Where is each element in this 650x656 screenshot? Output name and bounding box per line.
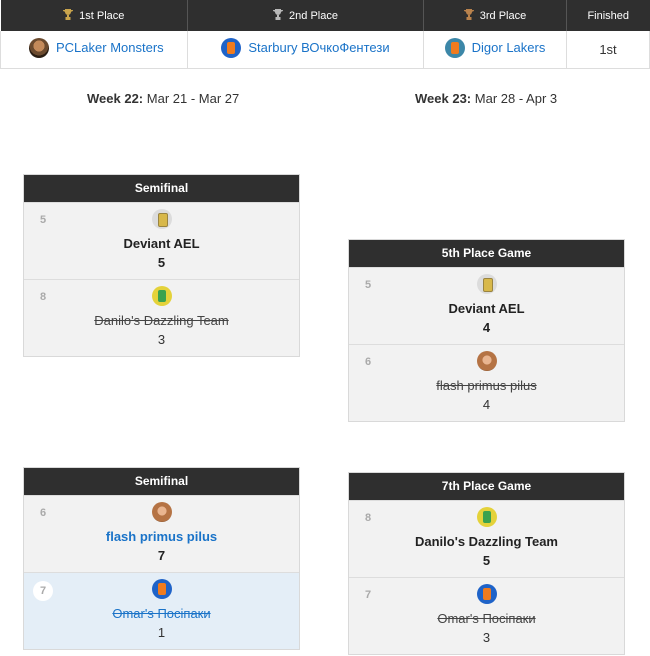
match-title: Semifinal bbox=[24, 175, 299, 202]
team-score: 5 bbox=[157, 255, 166, 270]
first-place-cell: PCLaker Monsters bbox=[0, 31, 188, 69]
team-avatar-icon bbox=[444, 37, 465, 58]
semifinal-match: Semifinal 6 flash primus pilus 7 7 Omar'… bbox=[23, 467, 300, 650]
match-slot[interactable]: 8 Danilo's Dazzling Team 3 bbox=[24, 279, 299, 356]
week-dates: Mar 21 - Mar 27 bbox=[146, 91, 240, 106]
team-score: 1 bbox=[157, 625, 166, 640]
team-avatar-icon bbox=[29, 37, 49, 58]
week-label: Week 22: bbox=[87, 91, 144, 106]
seed-number: 8 bbox=[40, 291, 47, 303]
team-score: 3 bbox=[157, 332, 166, 347]
match-slot[interactable]: 7 Omar's Посіпаки 1 bbox=[24, 572, 299, 649]
team-avatar-icon bbox=[476, 274, 497, 294]
standings-header-row: 1st Place 2nd Place 3rd Place Finished bbox=[0, 0, 650, 31]
header-1st-place: 1st Place bbox=[0, 0, 188, 31]
fifth-place-match: 5th Place Game 5 Deviant AEL 4 6 flash p… bbox=[348, 239, 625, 422]
seed-number: 5 bbox=[40, 214, 47, 226]
team-name[interactable]: Omar's Посіпаки bbox=[112, 606, 211, 621]
second-place-team-link[interactable]: Starbury ВОчкоФентези bbox=[248, 40, 390, 56]
team-name[interactable]: flash primus pilus bbox=[436, 378, 537, 393]
team-score: 4 bbox=[482, 397, 491, 412]
seed-number: 5 bbox=[365, 279, 372, 291]
week-label: Week 23: bbox=[415, 91, 472, 106]
team-avatar-icon bbox=[476, 507, 497, 527]
team-avatar-icon bbox=[476, 584, 497, 604]
header-label: 1st Place bbox=[79, 10, 125, 22]
seventh-place-match: 7th Place Game 8 Danilo's Dazzling Team … bbox=[348, 472, 625, 655]
first-place-team-link[interactable]: PCLaker Monsters bbox=[56, 40, 164, 56]
team-name[interactable]: Deviant AEL bbox=[123, 236, 200, 251]
team-avatar-icon bbox=[221, 37, 242, 58]
header-label: 3rd Place bbox=[479, 10, 527, 22]
team-avatar-icon bbox=[151, 286, 172, 306]
third-place-cell: Digor Lakers bbox=[423, 31, 567, 69]
team-score: 4 bbox=[482, 320, 491, 335]
team-name[interactable]: flash primus pilus bbox=[105, 529, 218, 544]
team-avatar-icon bbox=[151, 502, 172, 522]
team-avatar-icon bbox=[476, 351, 497, 371]
match-slot[interactable]: 5 Deviant AEL 4 bbox=[349, 267, 624, 344]
seed-number: 7 bbox=[33, 581, 53, 601]
match-slot[interactable]: 8 Danilo's Dazzling Team 5 bbox=[349, 500, 624, 577]
header-label: Finished bbox=[587, 9, 630, 22]
team-score: 3 bbox=[482, 630, 491, 645]
match-slot[interactable]: 6 flash primus pilus 4 bbox=[349, 344, 624, 421]
seed-number: 7 bbox=[365, 589, 372, 601]
team-name[interactable]: Omar's Посіпаки bbox=[437, 611, 536, 626]
standings-table: 1st Place 2nd Place 3rd Place Finished P… bbox=[0, 0, 650, 69]
week-dates: Mar 28 - Apr 3 bbox=[474, 91, 558, 106]
match-slot[interactable]: 6 flash primus pilus 7 bbox=[24, 495, 299, 572]
week-23-header: Week 23: Mar 28 - Apr 3 bbox=[415, 91, 557, 106]
finished-cell: 1st bbox=[566, 31, 650, 69]
match-title: 5th Place Game bbox=[349, 240, 624, 267]
team-name[interactable]: Danilo's Dazzling Team bbox=[94, 313, 229, 328]
second-place-cell: Starbury ВОчкоФентези bbox=[187, 31, 424, 69]
header-2nd-place: 2nd Place bbox=[187, 0, 424, 31]
semifinal-match: Semifinal 5 Deviant AEL 5 8 Danilo's Daz… bbox=[23, 174, 300, 357]
match-title: Semifinal bbox=[24, 468, 299, 495]
header-3rd-place: 3rd Place bbox=[423, 0, 567, 31]
header-finished: Finished bbox=[566, 0, 650, 31]
week-22-header: Week 22: Mar 21 - Mar 27 bbox=[87, 91, 239, 106]
team-name[interactable]: Danilo's Dazzling Team bbox=[415, 534, 558, 549]
team-score: 5 bbox=[482, 553, 491, 568]
seed-number: 6 bbox=[365, 356, 372, 368]
trophy-icon bbox=[63, 9, 74, 20]
trophy-icon bbox=[273, 9, 284, 20]
team-score: 7 bbox=[157, 548, 166, 563]
seed-number: 6 bbox=[40, 507, 47, 519]
team-name[interactable]: Deviant AEL bbox=[448, 301, 525, 316]
seed-number: 8 bbox=[365, 512, 372, 524]
match-slot[interactable]: 5 Deviant AEL 5 bbox=[24, 202, 299, 279]
match-slot[interactable]: 7 Omar's Посіпаки 3 bbox=[349, 577, 624, 654]
third-place-team-link[interactable]: Digor Lakers bbox=[471, 40, 546, 56]
team-avatar-icon bbox=[151, 579, 172, 599]
trophy-icon bbox=[463, 9, 474, 20]
match-title: 7th Place Game bbox=[349, 473, 624, 500]
header-label: 2nd Place bbox=[289, 10, 338, 22]
standings-row: PCLaker Monsters Starbury ВОчкоФентези D… bbox=[0, 31, 650, 69]
team-avatar-icon bbox=[151, 209, 172, 229]
